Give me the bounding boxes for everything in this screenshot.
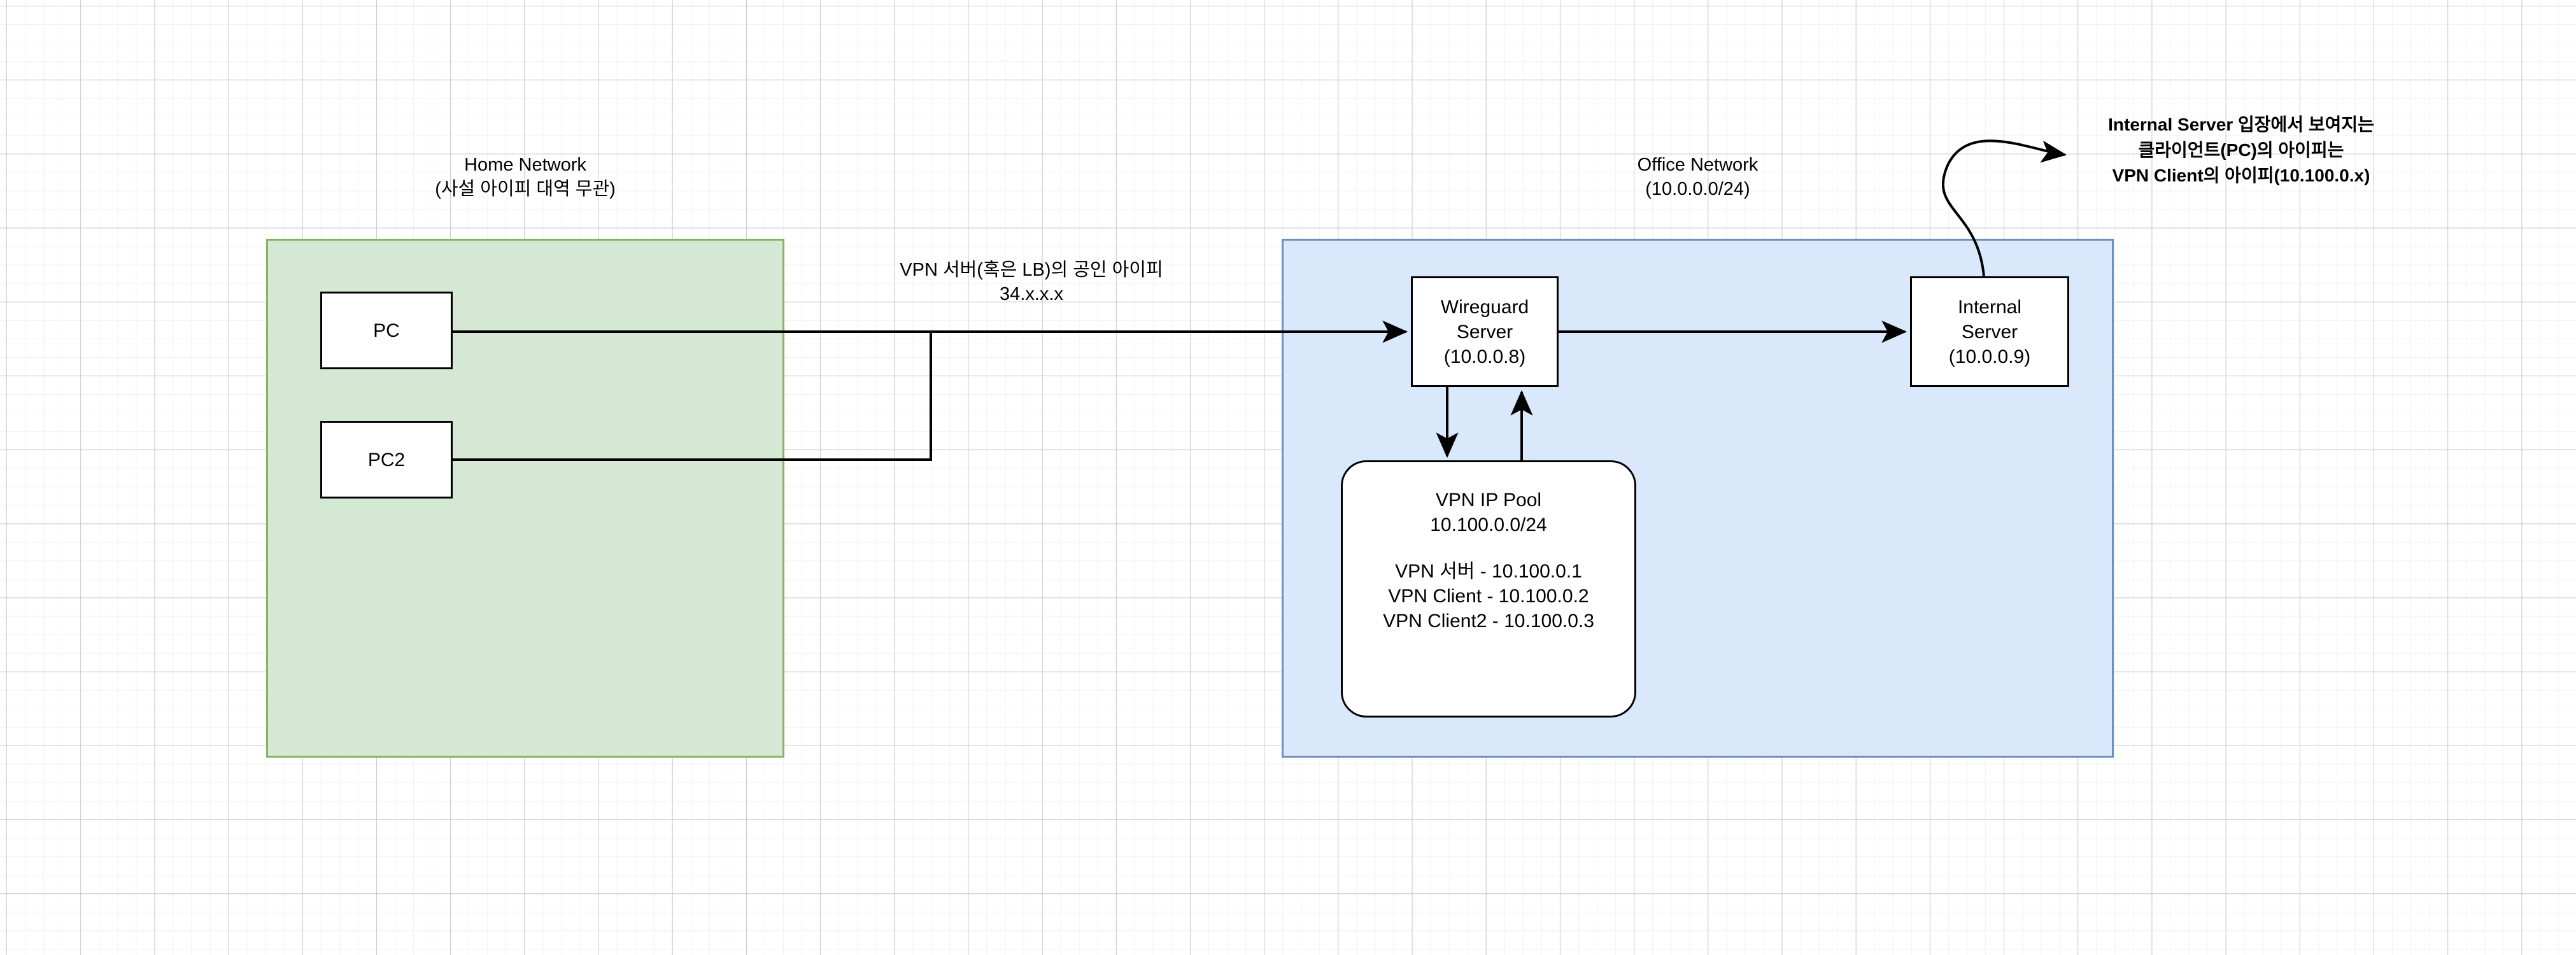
callout-line-2: 클라이언트(PC)의 아이피는 — [2138, 139, 2344, 160]
node-pc[interactable]: PC — [320, 292, 453, 369]
edge-label-vpn-public-ip-line2: 34.x.x.x — [1000, 284, 1063, 305]
node-vpn-ip-pool-title: VPN IP Pool — [1435, 490, 1542, 511]
node-pc-label: PC — [373, 320, 400, 341]
node-internal-server-ip: (10.0.0.9) — [1948, 346, 2031, 367]
node-wireguard-server-ip: (10.0.0.8) — [1443, 346, 1526, 367]
node-wireguard-server-name: Wireguard — [1440, 296, 1529, 318]
zone-home-network-subtitle: (사설 아이피 대역 무관) — [435, 179, 616, 200]
node-internal-server-name: Internal — [1957, 296, 2022, 318]
node-wireguard-server-type: Server — [1456, 321, 1513, 343]
vpn-pool-entry-client: VPN Client - 10.100.0.2 — [1388, 586, 1589, 607]
node-vpn-ip-pool[interactable]: VPN IP Pool 10.100.0.0/24 VPN 서버 - 10.10… — [1341, 460, 1636, 718]
zone-office-network-label: Office Network (10.0.0.0/24) — [1282, 153, 2114, 202]
callout-line-1: Internal Server 입장에서 보여지는 — [2108, 115, 2374, 134]
callout-internal-server-view: Internal Server 입장에서 보여지는 클라이언트(PC)의 아이피… — [2050, 112, 2432, 188]
zone-office-network-title: Office Network — [1637, 155, 1759, 175]
node-internal-server[interactable]: Internal Server (10.0.0.9) — [1910, 276, 2069, 387]
vpn-pool-entry-server: VPN 서버 - 10.100.0.1 — [1395, 561, 1582, 582]
edge-label-vpn-public-ip-line1: VPN 서버(혹은 LB)의 공인 아이피 — [900, 260, 1163, 280]
callout-line-3: VPN Client의 아이피(10.100.0.x) — [2112, 165, 2370, 185]
node-wireguard-server[interactable]: Wireguard Server (10.0.0.8) — [1411, 276, 1559, 387]
node-vpn-ip-pool-cidr: 10.100.0.0/24 — [1430, 514, 1547, 535]
zone-office-network-subtitle: (10.0.0.0/24) — [1645, 179, 1750, 200]
node-pc2[interactable]: PC2 — [320, 421, 453, 499]
node-internal-server-type: Server — [1961, 321, 2018, 343]
zone-home-network-title: Home Network — [464, 155, 586, 175]
edge-label-vpn-public-ip: VPN 서버(혹은 LB)의 공인 아이피 34.x.x.x — [789, 258, 1273, 307]
node-pc2-label: PC2 — [367, 449, 406, 470]
vpn-pool-entry-client2: VPN Client2 - 10.100.0.3 — [1383, 611, 1594, 632]
zone-home-network-label: Home Network (사설 아이피 대역 무관) — [266, 153, 784, 202]
